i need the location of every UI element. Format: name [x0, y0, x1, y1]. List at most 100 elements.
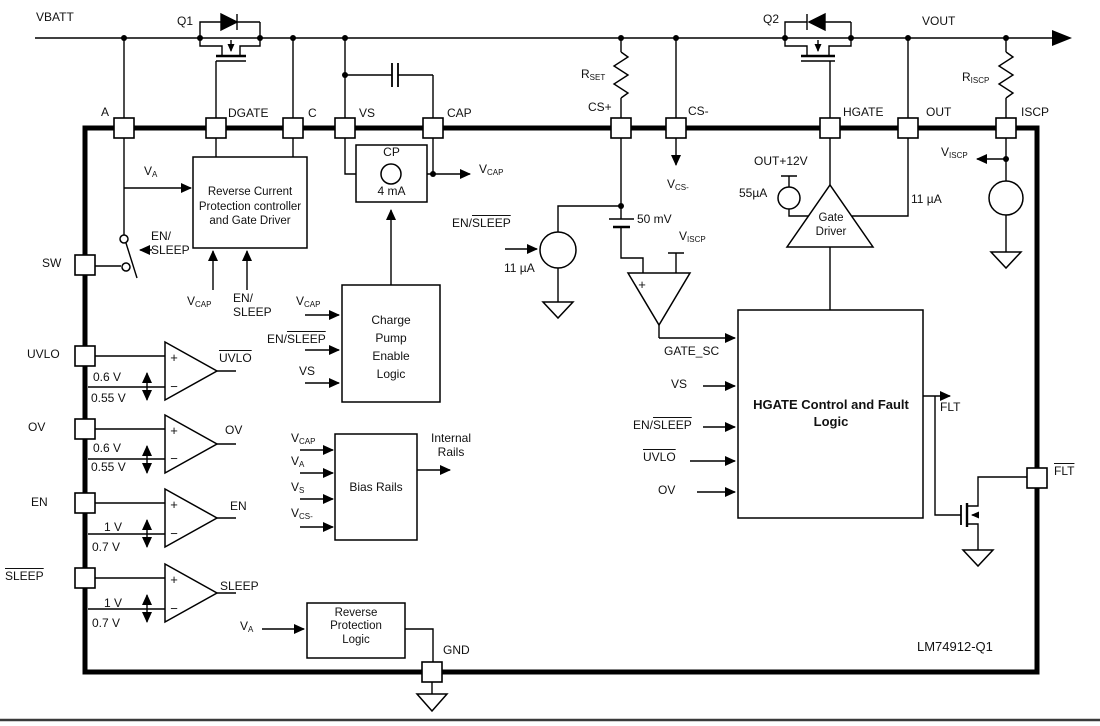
en-fall-threshold: 0.7 V: [92, 540, 121, 554]
pin-cap: [422, 117, 444, 139]
ground-icon: [415, 693, 449, 713]
current-11ua-label: 11 µA: [504, 261, 535, 275]
pin-vs-label: VS: [359, 106, 376, 120]
cpel-en-sleep-label: EN/SLEEP: [267, 332, 326, 346]
q1-body-diode-icon: [220, 12, 239, 32]
pin-hgate: [819, 117, 841, 139]
hgate-uvlo-label: UVLO: [643, 450, 676, 464]
pin-uvlo-label: UVLO: [27, 347, 60, 361]
vcap-label: VCAP: [187, 294, 212, 309]
vcap-out-label: VCAP: [479, 162, 504, 177]
arrow-wires: [124, 40, 1010, 634]
q2-label: Q2: [763, 12, 780, 26]
ground-icon: [541, 301, 575, 320]
flt-signal-label: FLT: [940, 400, 961, 414]
pin-out: [897, 117, 919, 139]
minus-mark: −: [170, 526, 178, 541]
chip-name: LM74912-Q1: [917, 639, 993, 654]
pin-dgate: [205, 117, 227, 139]
hgate-en-sleep-label: EN/SLEEP: [633, 418, 692, 432]
pin-a: [113, 117, 135, 139]
pin-out-label: OUT: [926, 105, 952, 119]
pin-dgate-label: DGATE: [228, 106, 269, 120]
diode-icons: [220, 12, 826, 32]
pin-c-label: C: [308, 106, 317, 120]
sleep-fall-threshold: 0.7 V: [92, 616, 121, 630]
pin-uvlo: [74, 345, 96, 367]
va-label: VA: [144, 164, 158, 179]
vbatt-label: VBATT: [36, 10, 74, 24]
pin-iscp-label: ISCP: [1021, 105, 1050, 119]
current-source-11ua-right-icon: [988, 180, 1024, 216]
current-11ua-right-label: 11 µA: [911, 192, 942, 206]
pin-c: [282, 117, 304, 139]
plus-mark: +: [170, 350, 178, 365]
plus-mark: +: [638, 277, 646, 292]
chip-outline: [82, 125, 1040, 675]
viscp-right-label: VISCP: [941, 145, 968, 160]
cp-current-source-icon: [380, 163, 402, 185]
symbol-shapes: [119, 144, 1024, 713]
current-55ua-label: 55µA: [739, 186, 768, 200]
viscp-comp-label: VISCP: [679, 229, 706, 244]
cpel-vs-label: VS: [299, 364, 316, 378]
uvlo-output-label: UVLO: [219, 351, 252, 365]
pin-iscp: [995, 117, 1017, 139]
switch-blade: [125, 242, 138, 279]
cpel-block-box: [341, 284, 441, 403]
en-comparator-icon: [164, 487, 219, 549]
uvlo-comparator-icon: [164, 340, 219, 402]
out-plus-12v-label: OUT+12V: [754, 154, 808, 168]
current-source-11ua-icon: [539, 231, 577, 269]
cpel-vcap-label: VCAP: [296, 294, 321, 309]
ov-comparator-icon: [164, 413, 219, 475]
hgate-vs-label: VS: [671, 377, 688, 391]
ov-rise-threshold: 0.6 V: [93, 441, 122, 455]
plus-mark: +: [170, 572, 178, 587]
en-sleep-label: EN/SLEEP: [233, 291, 272, 319]
en-output-label: EN: [230, 499, 247, 513]
q2-body-diode-icon: [807, 12, 826, 32]
pin-sw: [74, 254, 96, 276]
riscp-resistor: [997, 38, 1015, 118]
rset-label: RSET: [581, 67, 606, 82]
pin-flt-label: FLT: [1054, 464, 1075, 478]
cp-title: CP: [383, 145, 400, 159]
iscp-comparator-icon: [626, 272, 692, 327]
q1-label: Q1: [177, 14, 194, 28]
switch-contact-icon: [121, 262, 131, 272]
comparator-marks: + − + − + − + − +: [170, 277, 646, 616]
bias-block-text: Bias Rails: [349, 480, 403, 494]
ov-fall-threshold: 0.55 V: [91, 460, 126, 474]
bias-vcs-label: VCS-: [291, 506, 313, 521]
en-sleep-switch-label: EN/SLEEP: [151, 229, 190, 257]
pin-cs-plus: [610, 117, 632, 139]
en-sleep-cs-label: EN/SLEEP: [452, 216, 511, 230]
pin-en: [74, 492, 96, 514]
gate-driver-triangle: [785, 183, 875, 248]
cp-current-label: 4 mA: [377, 184, 406, 198]
current-source-55ua-icon: [777, 186, 801, 210]
minus-mark: −: [170, 379, 178, 394]
pin-cap-label: CAP: [447, 106, 472, 120]
uvlo-fall-threshold: 0.55 V: [91, 391, 126, 405]
hysteresis-icon: [182, 364, 201, 600]
pin-sw-label: SW: [42, 256, 62, 270]
minus-mark: −: [170, 601, 178, 616]
ov-output-label: OV: [225, 423, 243, 437]
bias-va-label: VA: [291, 454, 305, 469]
vout-label: VOUT: [922, 14, 956, 28]
ground-icon: [989, 251, 1023, 270]
hgate-block-box: [737, 309, 924, 519]
pin-ov-label: OV: [28, 420, 46, 434]
riscp-label: RISCP: [962, 70, 990, 85]
rset-resistor: [612, 38, 630, 118]
